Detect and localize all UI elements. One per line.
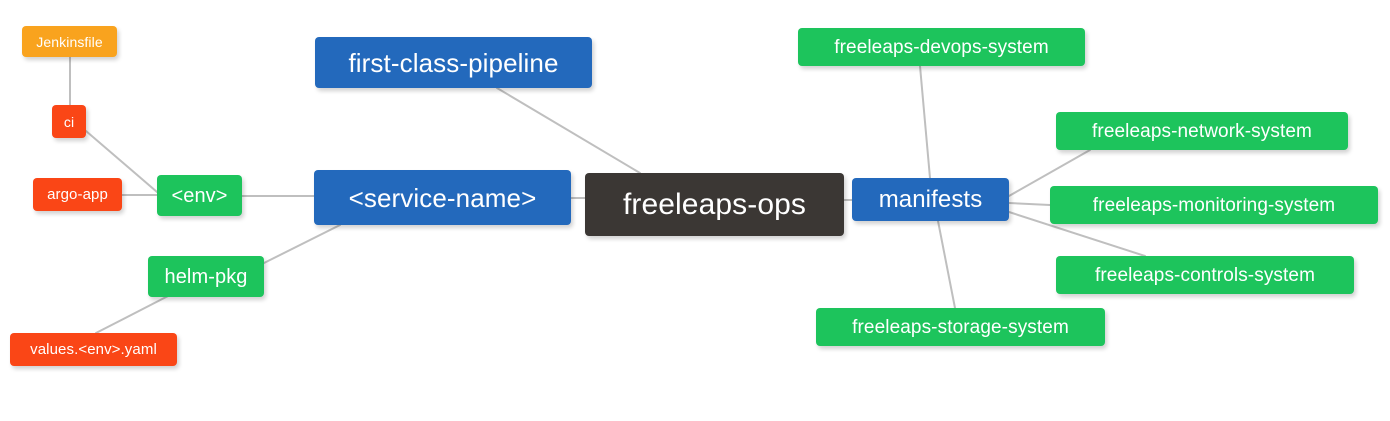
node-freeleaps-ops[interactable]: freeleaps-ops [585,173,844,236]
node-label: freeleaps-monitoring-system [1092,194,1336,216]
node-storage-system[interactable]: freeleaps-storage-system [816,308,1105,346]
node-label: freeleaps-devops-system [834,36,1049,58]
edge-ci-to-env [85,130,158,193]
node-network-system[interactable]: freeleaps-network-system [1056,112,1348,150]
edge-manifests-to-devops_system [919,65,931,179]
node-service-name[interactable]: <service-name> [314,170,571,225]
node-ci[interactable]: ci [52,105,86,138]
node-label: <service-name> [348,182,537,213]
node-controls-system[interactable]: freeleaps-controls-system [1056,256,1354,294]
node-devops-system[interactable]: freeleaps-devops-system [798,28,1085,66]
node-env[interactable]: <env> [157,175,242,216]
edge-service_name-to-helm_pkg [263,224,341,264]
node-label: helm-pkg [164,265,248,288]
node-jenkinsfile[interactable]: Jenkinsfile [22,26,117,57]
edge-first_class_pipeline-to-freeleaps_ops [496,87,641,174]
node-label: first-class-pipeline [348,47,559,78]
node-label: argo-app [47,186,108,203]
node-first-class-pipeline[interactable]: first-class-pipeline [315,37,592,88]
node-monitoring-system[interactable]: freeleaps-monitoring-system [1050,186,1378,224]
node-label: freeleaps-network-system [1092,120,1312,142]
node-label: freeleaps-ops [622,187,807,221]
node-helm-pkg[interactable]: helm-pkg [148,256,264,297]
node-label: values.<env>.yaml [30,341,157,358]
edge-manifests-to-storage_system [937,220,956,309]
node-label: ci [63,113,75,130]
node-label: freeleaps-storage-system [852,316,1069,338]
edge-manifests-to-network_system [1008,149,1091,197]
node-label: Jenkinsfile [36,33,103,50]
node-values-yaml[interactable]: values.<env>.yaml [10,333,177,366]
node-label: <env> [171,184,228,207]
edge-manifests-to-monitoring_system [1008,202,1051,206]
node-manifests[interactable]: manifests [852,178,1009,221]
node-label: manifests [878,185,983,213]
edge-manifests-to-controls_system [1008,211,1146,257]
edge-helm_pkg-to-values_yaml [95,294,171,334]
node-label: freeleaps-controls-system [1094,264,1316,286]
node-argo-app[interactable]: argo-app [33,178,122,211]
